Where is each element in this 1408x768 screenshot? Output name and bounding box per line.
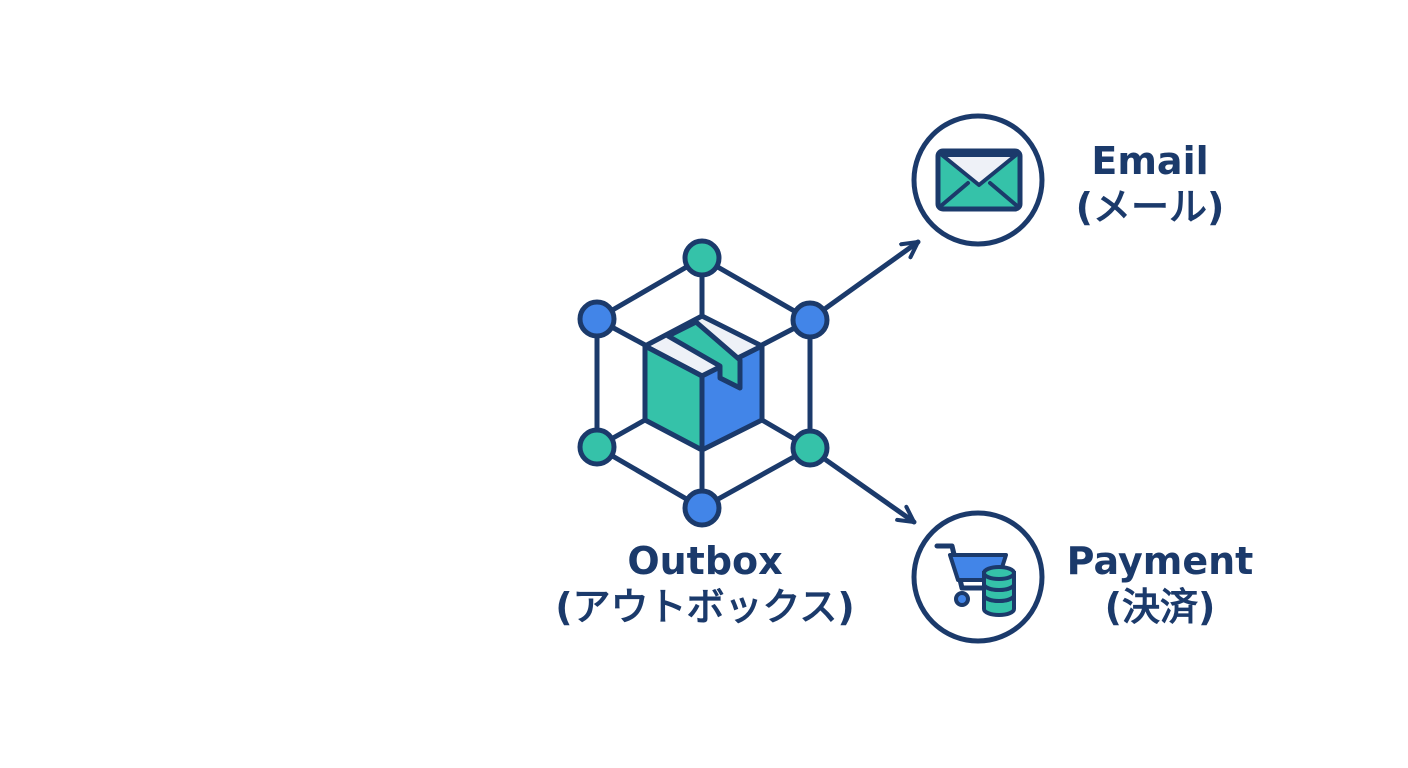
email-label: Email (メール) — [1040, 138, 1260, 230]
payment-name: Payment — [1066, 539, 1254, 583]
payment-label: Payment (決済) — [1040, 538, 1280, 630]
network-node-upper-right — [790, 300, 830, 340]
network-node-lower-right — [790, 428, 830, 468]
outbox-label: Outbox (アウトボックス) — [480, 538, 930, 630]
email-subtitle: (メール) — [1075, 185, 1225, 229]
network-node-lower-left — [577, 427, 617, 467]
network-node-bottom — [682, 488, 722, 528]
outbox-name: Outbox — [627, 539, 783, 583]
cart-coins-icon — [911, 510, 1045, 644]
payment-subtitle: (決済) — [1104, 585, 1216, 629]
email-name: Email — [1091, 139, 1209, 183]
network-node-top — [682, 238, 722, 278]
arrow-to-email — [823, 239, 921, 311]
network-node-upper-left — [577, 299, 617, 339]
network-nodes — [577, 238, 830, 528]
package-box-icon — [642, 313, 765, 453]
arrow-to-payment — [823, 457, 917, 525]
envelope-icon — [911, 113, 1045, 247]
outbox-subtitle: (アウトボックス) — [555, 585, 855, 629]
